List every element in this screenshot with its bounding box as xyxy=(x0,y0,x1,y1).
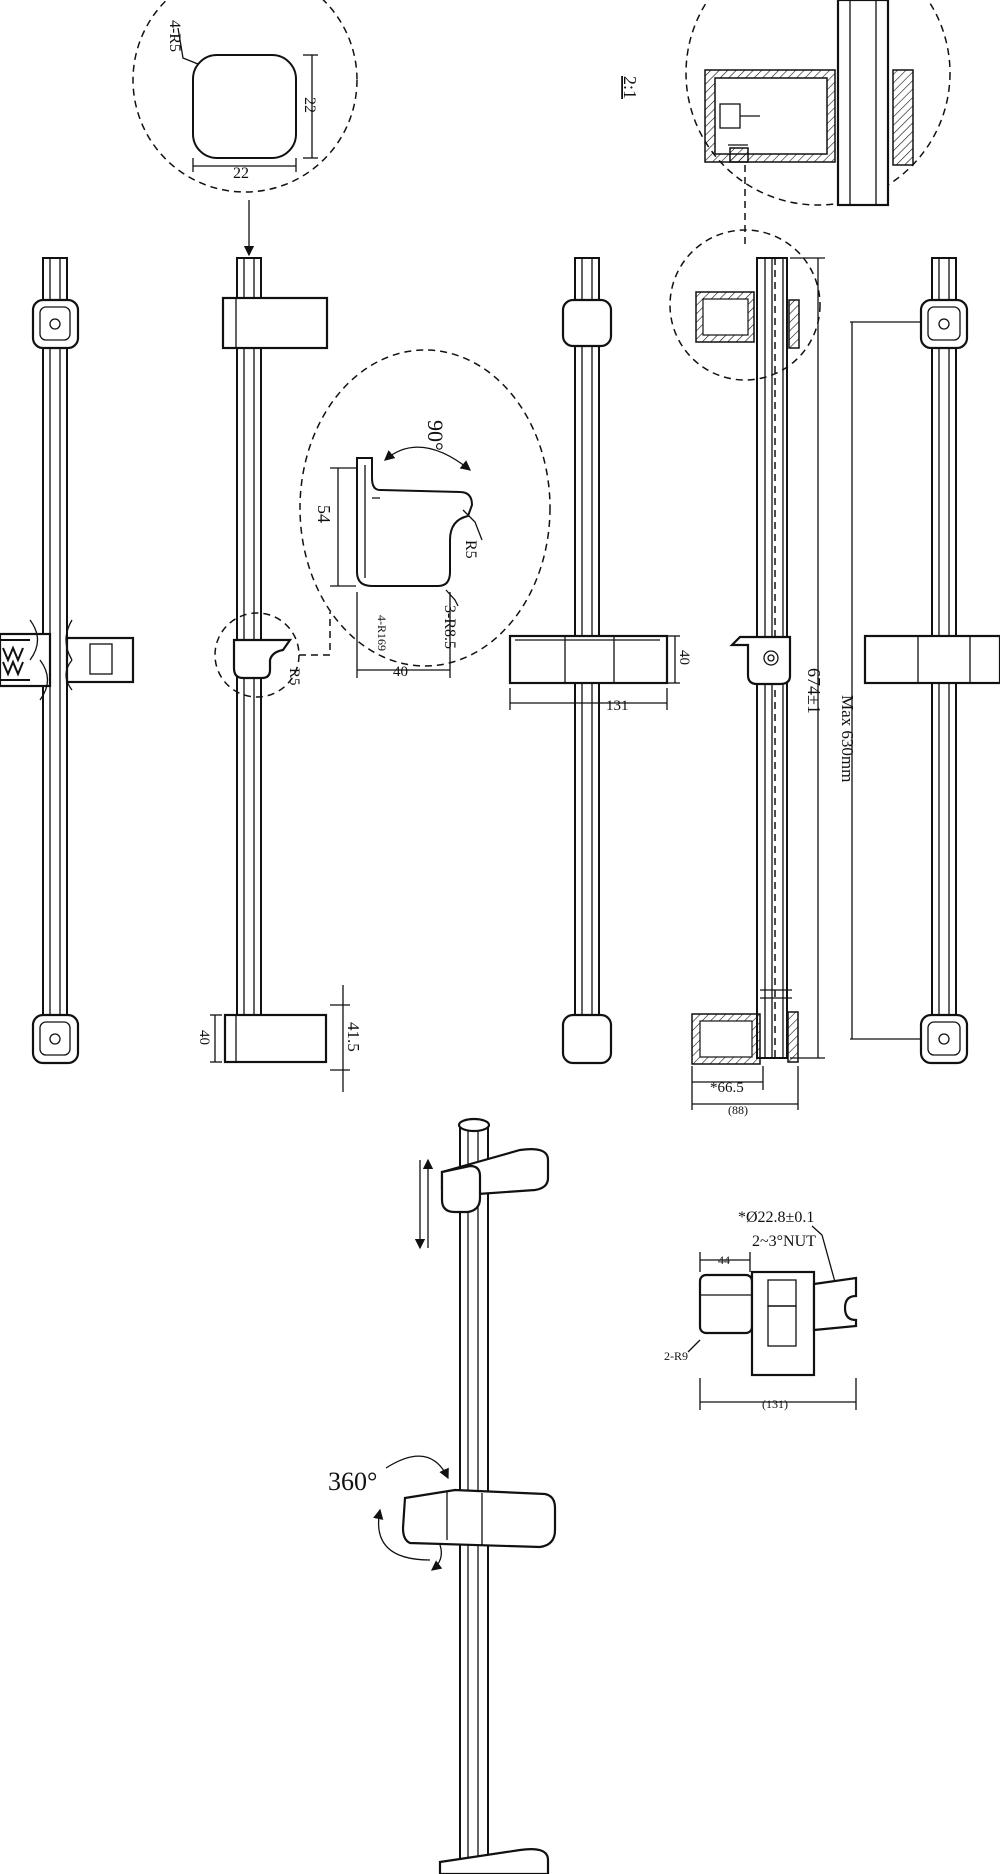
detail-hook-height: 54 xyxy=(314,505,334,523)
detail-top-height: 22 xyxy=(301,97,318,113)
detail-top: 4-R5 22 22 xyxy=(132,0,358,257)
detail-top-width: 22 xyxy=(233,165,249,182)
rail-view-left xyxy=(0,257,135,1065)
holder-radius: 2-R9 xyxy=(664,1349,688,1363)
holder-detail: *Ø22.8±0.1 2~3°NUT 44 2-R9 (131) xyxy=(664,1209,858,1411)
detail-hook-width: 40 xyxy=(393,664,408,680)
bracket-radius: R5 xyxy=(286,668,302,686)
rotation-arrow-icon xyxy=(385,1455,449,1480)
rail-view-right: Max 630mm xyxy=(838,257,1000,1065)
slider-front-height: 40 xyxy=(676,650,692,665)
holder-width-total: (131) xyxy=(762,1397,788,1411)
section-offset: *66.5 xyxy=(710,1080,744,1096)
detail-hook: 90° 54 R5 4-R169 3-R8.5 40 xyxy=(299,349,551,680)
detail-hook-radius-b: 4-R169 xyxy=(375,615,389,651)
slider-front-width: 131 xyxy=(606,698,629,714)
detail-hook-angle: 90° xyxy=(423,420,448,451)
detail-top-radius: 4-R5 xyxy=(166,20,183,52)
holder-width-top: 44 xyxy=(718,1253,730,1267)
bracket-bottom-width: 40 xyxy=(196,1030,212,1045)
section-length: 674±1 xyxy=(804,668,824,714)
section-view: 2:1 674±1 xyxy=(620,0,951,1117)
holder-thread: *Ø22.8±0.1 xyxy=(738,1209,814,1226)
rail-view-3: 40 131 xyxy=(508,257,692,1065)
holder-nut: 2~3°NUT xyxy=(752,1233,816,1250)
perspective-view: 360° xyxy=(328,1117,557,1874)
bracket-bottom-height: 41.5 xyxy=(344,1022,363,1052)
scale-note: 2:1 xyxy=(620,76,640,99)
detail-hook-radius-a: R5 xyxy=(462,540,479,559)
adjust-range: Max 630mm xyxy=(838,695,857,782)
rotation-label: 360° xyxy=(328,1467,377,1496)
rail-view-2: 40 41.5 R5 xyxy=(196,257,363,1092)
section-depth: (88) xyxy=(728,1103,748,1117)
